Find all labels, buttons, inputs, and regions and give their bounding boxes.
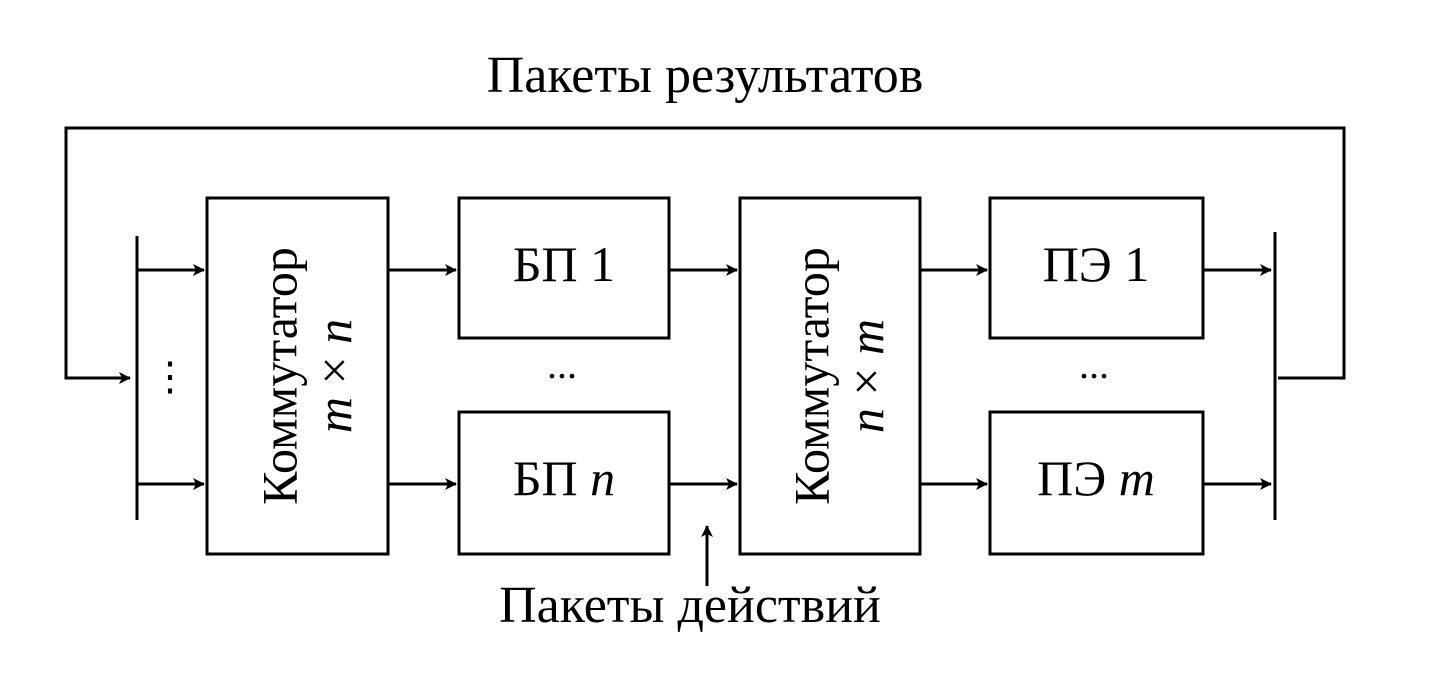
bp1-box [457, 196, 671, 340]
results-packets-label: Пакеты результатов [487, 47, 924, 104]
input-bus-ellipsis: ⋮ [150, 354, 190, 399]
feedback-loop-line [64, 126, 1346, 384]
pe1-box [988, 196, 1205, 340]
switch2-size: n × m [838, 319, 894, 433]
pe-ellipsis: ... [1079, 342, 1109, 387]
pe1-label: ПЭ 1 [1043, 236, 1150, 292]
pem-label: ПЭ m [1037, 450, 1155, 506]
bp1-label: БП 1 [513, 236, 615, 292]
action-packets-label: Пакеты действий [499, 577, 881, 634]
pem-box [988, 410, 1205, 556]
switch1-label: Коммутатор [251, 247, 307, 505]
bpn-label: БП n [513, 450, 615, 506]
switch2-label: Коммутатор [783, 247, 839, 505]
switch2-box [738, 196, 922, 556]
switch1-box [205, 196, 390, 556]
bp-ellipsis: ... [547, 342, 577, 387]
switch1-size: m × n [306, 319, 362, 433]
